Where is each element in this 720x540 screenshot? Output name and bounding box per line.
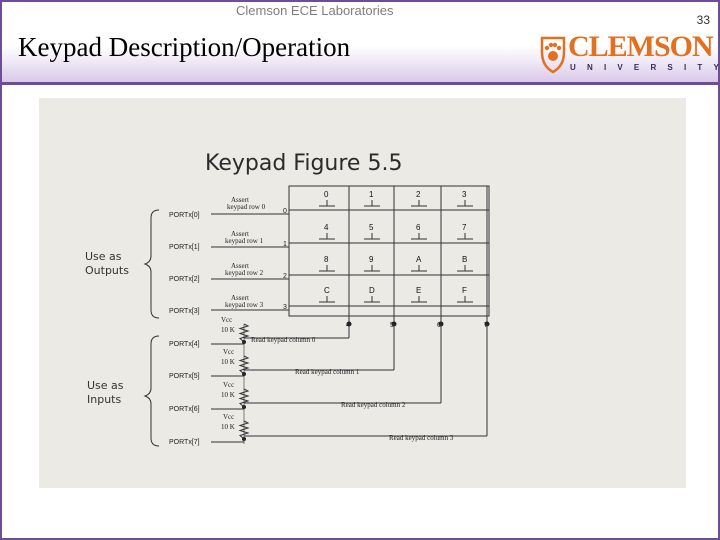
assert-row-label: keypad row 3 <box>225 301 264 309</box>
vcc-label: Vcc <box>223 348 234 356</box>
resistor-label: 10 K <box>221 358 235 366</box>
page-number: 33 <box>696 13 710 27</box>
key-label: 3 <box>462 190 467 199</box>
row-pin-number: 2 <box>283 273 287 280</box>
key-label: 7 <box>462 223 467 232</box>
port-label: PORTx[5] <box>169 373 200 380</box>
keypad-schematic: Keypad Figure 5.5 Use as Outputs Use as … <box>39 98 686 488</box>
inputs-label-line1: Use as <box>87 379 124 392</box>
inputs-label-line2: Inputs <box>87 393 121 406</box>
key-label: 0 <box>324 190 329 199</box>
vcc-label: Vcc <box>223 413 234 421</box>
key-label: 1 <box>369 190 374 199</box>
key-label: C <box>324 286 330 295</box>
key-label: 6 <box>416 223 421 232</box>
key-label: D <box>369 286 375 295</box>
outputs-label-line2: Outputs <box>85 264 129 277</box>
logo-subtitle: UNIVERSITY <box>570 63 720 72</box>
key-label: B <box>462 255 467 264</box>
figure-title: Keypad Figure 5.5 <box>205 151 402 176</box>
resistor-label: 10 K <box>221 326 235 334</box>
key-label: 9 <box>369 255 374 264</box>
tiger-paw-icon <box>540 36 566 74</box>
key-label: E <box>416 286 421 295</box>
port-label: PORTx[6] <box>169 406 200 413</box>
slide-title: Keypad Description/Operation <box>18 32 351 62</box>
assert-row-label: Assert <box>231 262 249 270</box>
read-column-label: Read keypad column 0 <box>251 336 316 344</box>
assert-row-label: keypad row 0 <box>227 203 266 211</box>
key-label: 4 <box>324 223 329 232</box>
port-label: PORTx[3] <box>169 308 200 315</box>
logo-wordmark: CLEMSON <box>568 30 714 63</box>
inputs-brace <box>143 335 160 447</box>
resistor-label: 10 K <box>221 391 235 399</box>
keypad-figure-photo: Keypad Figure 5.5 Use as Outputs Use as … <box>39 98 686 488</box>
key-label: 2 <box>416 190 421 199</box>
row-pin-number: 0 <box>283 208 287 215</box>
resistor-label: 10 K <box>221 423 235 431</box>
read-column-label: Read keypad column 3 <box>389 434 454 442</box>
port-label: PORTx[7] <box>169 439 200 446</box>
vcc-label: Vcc <box>223 381 234 389</box>
row-pin-number: 1 <box>283 241 287 248</box>
port-label: PORTx[2] <box>169 276 200 283</box>
key-label: 5 <box>369 223 374 232</box>
lab-name: Clemson ECE Laboratories <box>236 3 394 18</box>
keypad-grid: 0 1 2 3 4 5 6 7 8 9 A B C D E F <box>211 185 490 444</box>
assert-row-label: keypad row 1 <box>225 237 264 245</box>
port-label: PORTx[0] <box>169 212 200 219</box>
assert-row-label: Assert <box>231 196 249 204</box>
port-label: PORTx[1] <box>169 244 200 251</box>
clemson-logo: CLEMSON UNIVERSITY <box>540 30 719 78</box>
port-label: PORTx[4] <box>169 341 200 348</box>
assert-row-label: keypad row 2 <box>225 269 264 277</box>
key-label: A <box>416 255 422 264</box>
outputs-label-line1: Use as <box>85 250 122 263</box>
slide-header: Clemson ECE Laboratories Keypad Descript… <box>2 2 719 85</box>
assert-row-label: Assert <box>231 294 249 302</box>
outputs-brace <box>143 209 160 319</box>
read-column-label: Read keypad column 1 <box>295 368 360 376</box>
row-pin-number: 3 <box>283 304 287 311</box>
read-column-label: Read keypad column 2 <box>341 401 406 409</box>
keypad-border <box>288 185 490 317</box>
key-label: 8 <box>324 255 329 264</box>
assert-row-label: Assert <box>231 230 249 238</box>
vcc-label: Vcc <box>221 316 232 324</box>
key-label: F <box>462 286 467 295</box>
